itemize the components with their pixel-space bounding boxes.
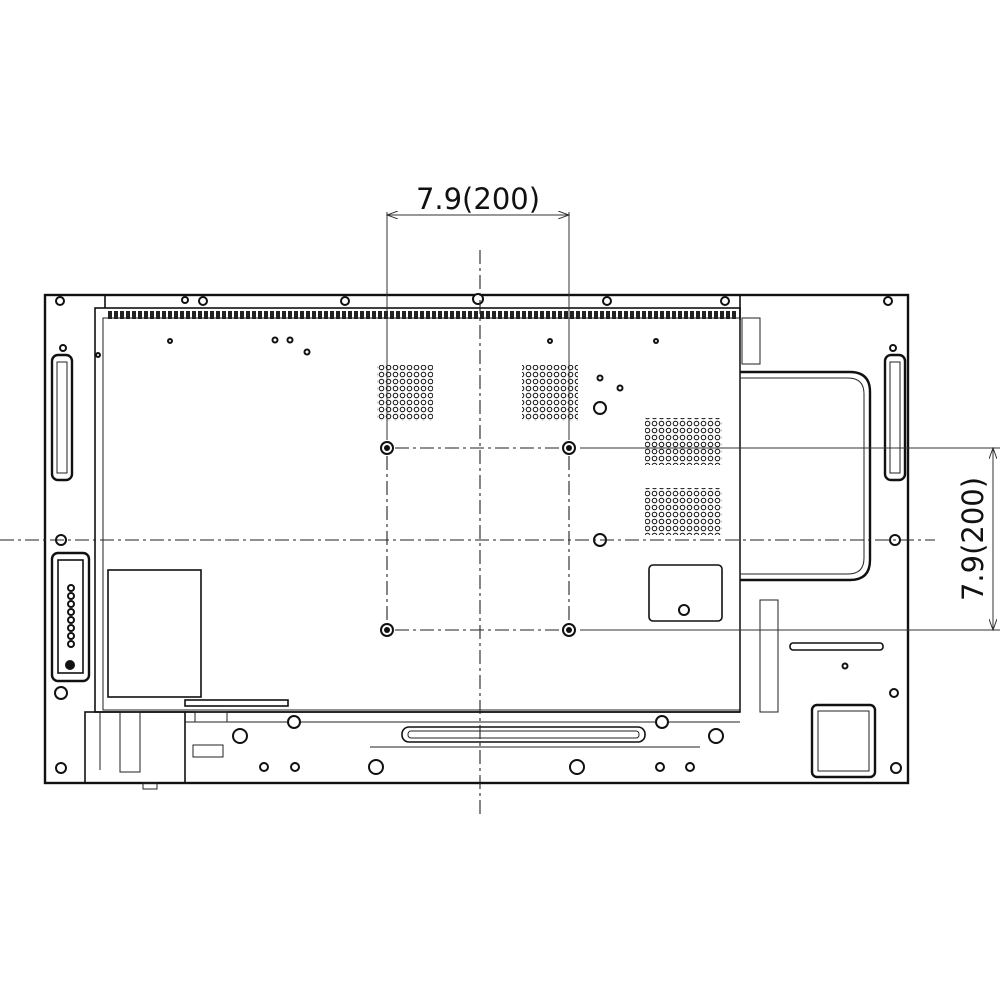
bottom-rail	[401, 726, 646, 743]
label-area	[107, 569, 202, 698]
right-terminal-panel	[810, 703, 877, 779]
vent-grid	[645, 418, 722, 465]
vertical-dimension-label: 7.9(200)	[956, 477, 990, 601]
left-handle	[50, 353, 74, 482]
control-panel	[50, 551, 91, 683]
vent-grid	[645, 488, 722, 535]
carry-handle	[740, 370, 872, 582]
slot	[789, 642, 884, 651]
right-handle	[883, 353, 907, 482]
cover-plate	[648, 564, 723, 622]
horizontal-dimension-label: 7.9(200)	[416, 182, 540, 216]
vent-grid	[522, 365, 578, 421]
vent-grid	[377, 365, 433, 421]
control-buttons	[65, 584, 75, 670]
screws	[55, 293, 902, 775]
vesa-mount-holes	[380, 441, 576, 637]
top-vent-strip	[107, 311, 737, 319]
